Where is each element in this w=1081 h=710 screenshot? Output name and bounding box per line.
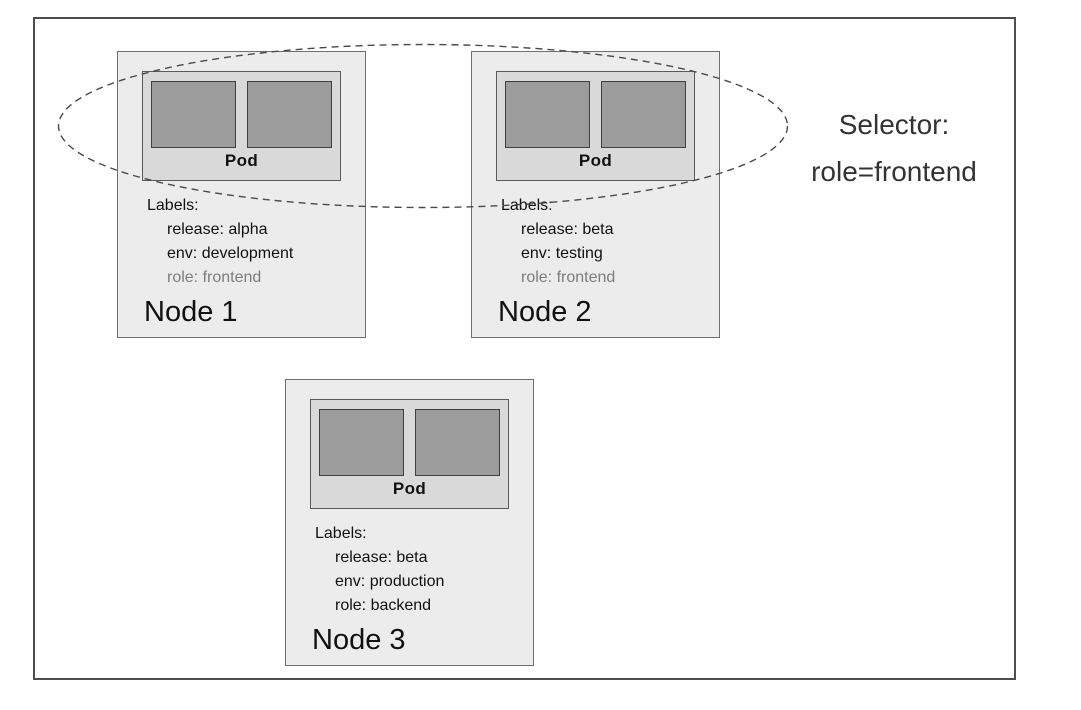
pod-label: Pod [578,151,613,170]
labels-block: Labels: release: beta env: production ro… [315,522,444,618]
labels-block: Labels: release: beta env: testing role:… [501,194,615,290]
selector-rule: role=frontend [811,156,977,187]
label-line: release: beta [521,221,614,238]
pod-box: Pod [310,399,509,509]
pod-box: Pod [142,71,341,181]
container-box [151,81,236,148]
node-1-box: Pod Labels: release: alpha env: developm… [117,51,366,338]
node-3-box: Pod Labels: release: beta env: productio… [285,379,534,666]
container-box [601,81,686,148]
container-row [497,72,694,148]
container-box [319,409,404,476]
container-row [143,72,340,148]
label-line: release: beta [335,549,428,566]
label-line: role: frontend [167,269,262,286]
labels-heading: Labels: [501,197,553,214]
label-line: role: backend [335,597,432,614]
pod-label: Pod [392,479,427,498]
selector-title: Selector: [838,109,950,140]
outer-frame [33,17,1016,680]
node-title: Node 3 [312,624,406,656]
labels-heading: Labels: [315,525,367,542]
label-line: env: production [335,573,445,590]
selector-caption: Selector: role=frontend [778,101,1010,195]
pod-label: Pod [224,151,259,170]
pod-box: Pod [496,71,695,181]
label-line: role: frontend [521,269,616,286]
container-box [505,81,590,148]
container-box [415,409,500,476]
labels-block: Labels: release: alpha env: development … [147,194,293,290]
node-2-box: Pod Labels: release: beta env: testing r… [471,51,720,338]
node-title: Node 1 [144,296,238,328]
node-title: Node 2 [498,296,592,328]
container-box [247,81,332,148]
label-line: env: development [167,245,294,262]
label-line: release: alpha [167,221,268,238]
label-line: env: testing [521,245,603,262]
labels-heading: Labels: [147,197,199,214]
container-row [311,400,508,476]
